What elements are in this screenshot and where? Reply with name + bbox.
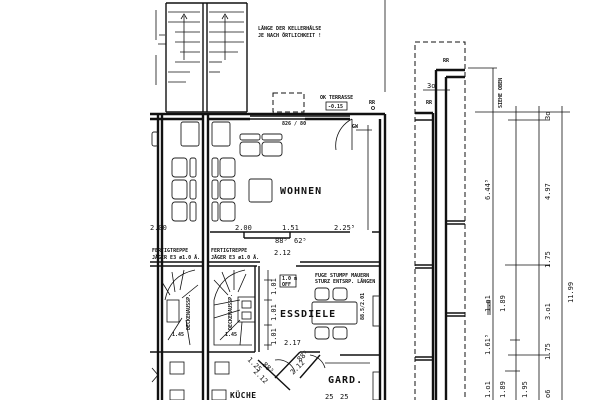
door-spec: 88.5/2.01 [360, 293, 366, 320]
section-dim: 1.o1 [484, 295, 492, 312]
svg-text:JÄGER E3 ø1.0 Ä.: JÄGER E3 ø1.0 Ä. [152, 254, 200, 261]
living-furniture [151, 121, 283, 222]
section-dim: 1.89 [499, 295, 507, 312]
section-dim: 1.89 [499, 381, 507, 398]
rr-marker [371, 106, 375, 110]
section-dim: 1.61⁵ [484, 334, 492, 355]
ceiling-opening-label: DECKENAUSSP. [186, 294, 192, 330]
note-cellar-length: LÄNGE DER KELLERHÄLSE [258, 25, 321, 32]
note-locality: JE NACH ÖRTLICHKEIT ! [258, 32, 321, 39]
terrace-level: -0.15 [328, 104, 343, 110]
dim-label: 1.01 [270, 304, 278, 321]
dim-label: 2.12 [274, 249, 291, 257]
terrace-level-box [325, 101, 348, 111]
door [372, 371, 381, 400]
dim-label: 2.17 [284, 339, 301, 347]
dim-label: 2.00 [150, 224, 167, 232]
rr-label: RR [443, 58, 450, 64]
section-dim: 3.o1 [544, 303, 552, 320]
dim-label: 88⁵ [275, 237, 288, 245]
section-dim: 1.75 [544, 343, 552, 360]
section-view [414, 41, 570, 400]
see-above-label: SIEHE OBEN [498, 78, 504, 108]
note-box-line1: 1.0 m [282, 276, 297, 282]
stair-width: 1.45 [225, 332, 237, 338]
room-label-dining: ESSDIELE [280, 309, 336, 320]
kitchen-fixtures [151, 361, 230, 400]
dim-label: 25 [340, 393, 348, 400]
dim-label: 1.01 [270, 328, 278, 345]
section-dim: 1.95 [521, 381, 529, 398]
room-label-kitchen: KÜCHE [230, 390, 257, 400]
terrace-label: OK TERRASSE [320, 95, 353, 101]
dim-label: 1.51 [282, 224, 299, 232]
svg-text:FERTIGTREPPE: FERTIGTREPPE [211, 248, 247, 254]
note-joint: FUGE STUMPF MAUERN [315, 273, 369, 279]
door-swings [274, 354, 326, 373]
note-box-line2: OFF [282, 282, 291, 288]
section-dim: 11.99 [567, 282, 575, 303]
door-swing [335, 118, 353, 151]
rr-label: RR [426, 100, 433, 106]
section-dim: 1.75 [544, 251, 552, 268]
stair-labels: FERTIGTREPPE JÄGER E3 ø1.0 Ä. FERTIGTREP… [152, 248, 259, 261]
window-spec: 826 / 80 [282, 121, 306, 127]
svg-text:FERTIGTREPPE: FERTIGTREPPE [152, 248, 188, 254]
section-dim: 3o [427, 82, 435, 90]
dining-furniture [311, 287, 381, 340]
section-dim: 4.97 [544, 183, 552, 200]
dim-label: 2.25⁵ [334, 224, 355, 232]
dim-label: 2.00 [235, 224, 252, 232]
svg-text:JÄGER E3 ø1.0 Ä.: JÄGER E3 ø1.0 Ä. [211, 254, 259, 261]
room-label-living: WOHNEN [280, 186, 322, 197]
stair-treads [161, 269, 256, 346]
section-dim: 6.44⁵ [484, 179, 492, 200]
rr-label: RR [369, 100, 376, 106]
dim-label: 88⁵ [296, 349, 311, 364]
walls [150, 112, 387, 400]
dim-label: 25 [325, 393, 333, 400]
cellar-stairs [155, 2, 248, 113]
section-dim: o6 [544, 390, 552, 398]
dim-line [264, 270, 272, 350]
note-box [279, 274, 297, 288]
section-dim: 1.o1 [484, 381, 492, 398]
ceiling-opening-label: DECKENAUSSP. [228, 294, 234, 330]
diagonal-walls [257, 351, 321, 391]
dim-label: 1.01 [270, 278, 278, 295]
room-label-wardrobe: GARD. [328, 375, 363, 386]
terrace-box [272, 92, 305, 113]
gw-label: GW [352, 124, 359, 130]
dim-label: 62⁵ [294, 237, 307, 245]
section-dim: 3o [544, 112, 552, 120]
note-lintel: STURZ ENTSRP. LÄNGEN [315, 278, 375, 285]
stair-width: 1.45 [172, 332, 184, 338]
